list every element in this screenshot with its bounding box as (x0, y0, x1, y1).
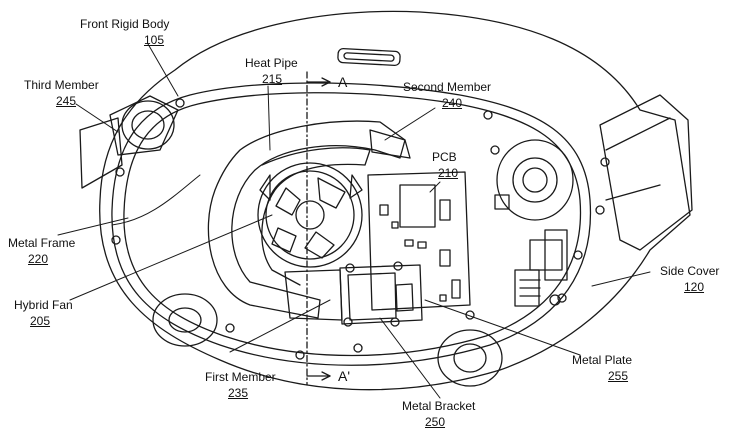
label-front-rigid-body: Front Rigid Body (80, 17, 170, 31)
metal-frame (111, 82, 592, 366)
hybrid-fan (257, 162, 363, 268)
bottom-right-speaker (437, 329, 503, 387)
ref-third-member: 245 (56, 94, 77, 108)
ref-metal-frame: 220 (28, 252, 49, 266)
strap-slot (337, 47, 401, 67)
third-member (109, 95, 179, 156)
leader-lines (57, 43, 651, 399)
ref-second-member: 240 (442, 96, 463, 110)
ref-side-cover: 120 (684, 280, 705, 294)
label-side-cover: Side Cover (660, 264, 720, 278)
label-metal-plate: Metal Plate (572, 353, 633, 367)
label-heat-pipe: Heat Pipe (245, 56, 298, 70)
label-pcb: PCB (432, 150, 457, 164)
ref-metal-plate: 255 (608, 369, 629, 383)
side-cover (599, 94, 693, 251)
label-metal-frame: Metal Frame (8, 236, 76, 250)
ref-front-rigid-body: 105 (144, 33, 165, 47)
label-third-member: Third Member (24, 78, 99, 92)
label-first-member: First Member (205, 370, 276, 384)
bottom-left-speaker (152, 293, 218, 347)
ref-heat-pipe: 215 (262, 72, 283, 86)
label-second-member: Second Member (403, 80, 492, 94)
second-member (369, 129, 411, 159)
front-rigid-body-shell (99, 10, 691, 391)
ref-first-member: 235 (228, 386, 249, 400)
ref-metal-bracket: 250 (425, 415, 446, 429)
metal-bracket (339, 261, 423, 327)
pcb-board (367, 171, 510, 311)
section-mark-a: A (338, 74, 348, 90)
label-hybrid-fan: Hybrid Fan (14, 298, 73, 312)
first-member (284, 269, 343, 321)
ref-pcb: 210 (438, 166, 459, 180)
left-strap-tab (79, 117, 123, 189)
label-metal-bracket: Metal Bracket (402, 399, 476, 413)
section-mark-a-prime: A' (338, 368, 351, 384)
right-connector (514, 229, 568, 307)
heat-pipe (207, 120, 406, 319)
ref-hybrid-fan: 205 (30, 314, 51, 328)
right-speaker (496, 139, 574, 221)
